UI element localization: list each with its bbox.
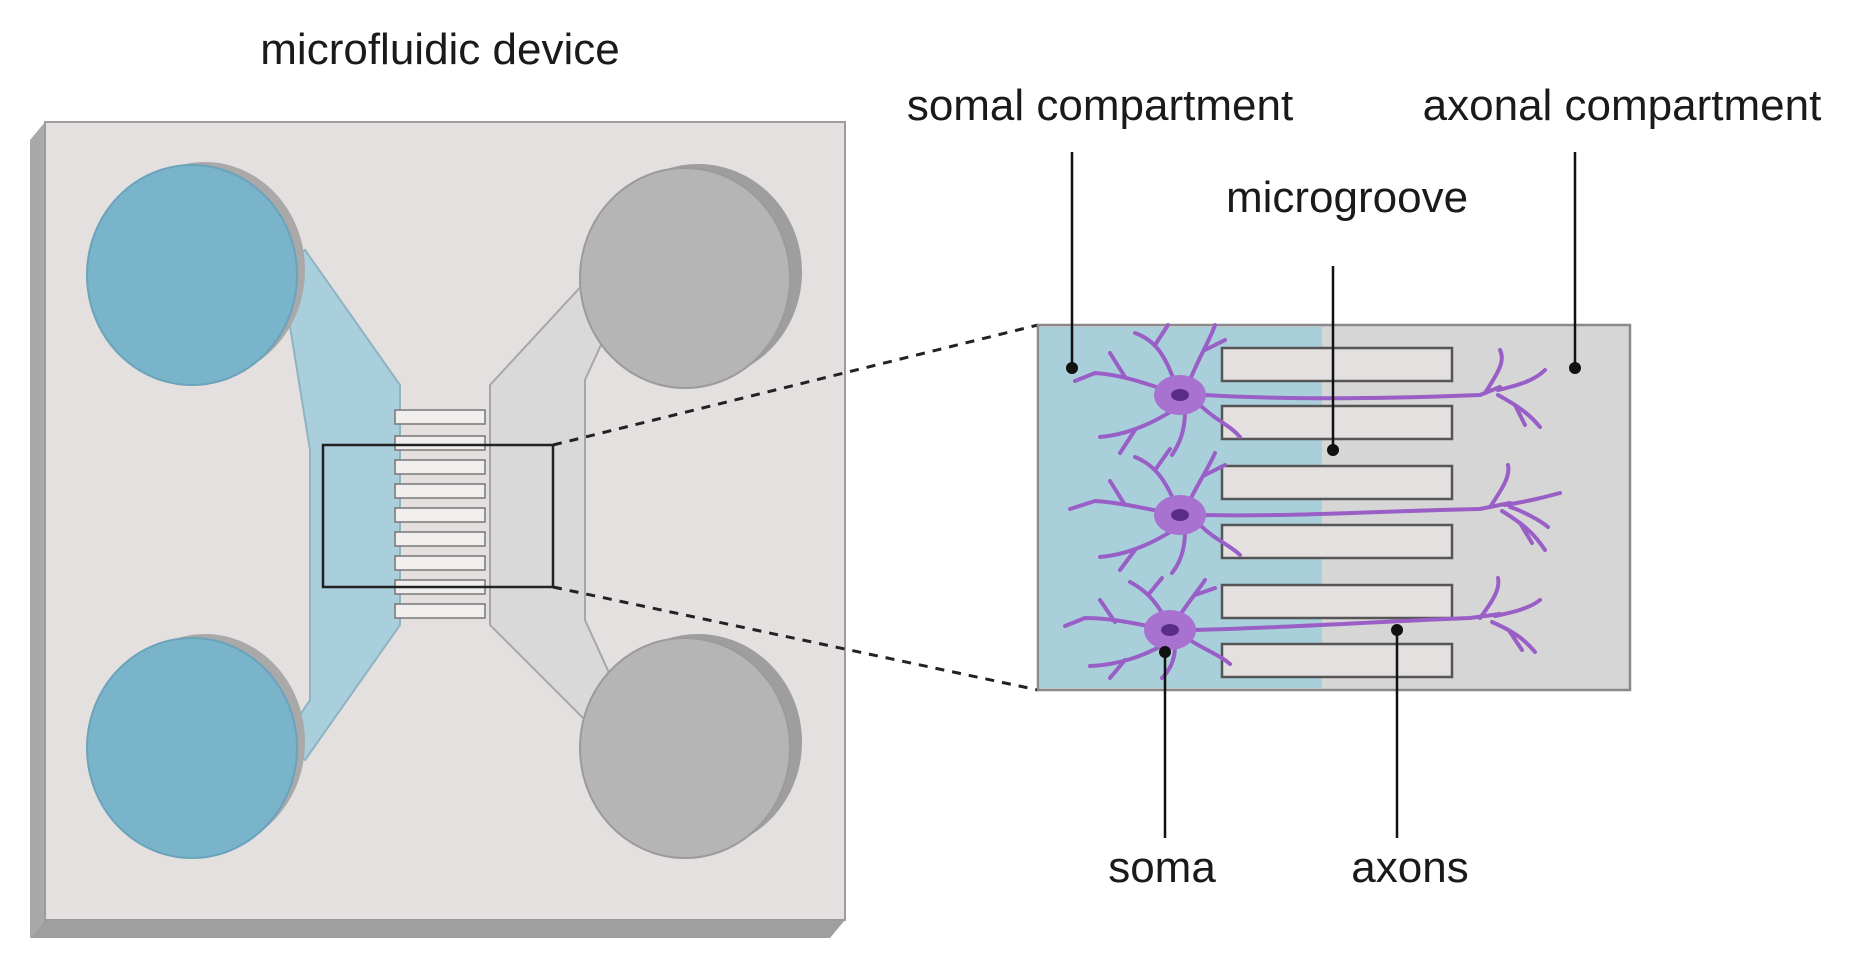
well-bottom-left [86,634,305,859]
callout-soma: soma [1108,646,1216,892]
label-axonal-compartment: axonal compartment [1423,81,1822,130]
nucleus [1171,389,1189,401]
neuron [1073,323,1547,457]
well-top-right [579,164,802,389]
panel-groove [1220,523,1454,560]
somal-channel [278,248,401,762]
label-microgroove: microgroove [1226,173,1468,222]
panel-groove [1220,642,1454,679]
device-bottom-edge [30,920,845,938]
device-groove [394,483,486,499]
zoom-panel [1036,323,1632,692]
neuron [1063,576,1542,680]
well-fill [579,167,791,389]
callout-somal: somal compartment [907,81,1293,374]
device-groove [394,555,486,571]
well-bottom-right [579,634,802,859]
device-groove [394,531,486,547]
well-fill [86,164,298,386]
zoom-line-top [552,323,1039,447]
callout-microgroove: microgroove [1226,173,1468,456]
panel-groove [1220,346,1454,383]
well-fill [86,637,298,859]
callout-axonal: axonal compartment [1423,81,1822,374]
nucleus [1171,509,1189,521]
device-groove [394,409,486,425]
device-groove [394,603,486,619]
nucleus [1161,624,1179,636]
panel-microgrooves [1220,346,1454,679]
label-axons: axons [1351,843,1468,892]
panel-groove [1220,464,1454,501]
label-somal-compartment: somal compartment [907,81,1293,130]
neuron [1068,447,1562,575]
well-fill [579,637,791,859]
device-groove [394,507,486,523]
device-left-edge [30,122,45,938]
well-top-left [86,162,305,386]
panel-groove [1220,583,1454,620]
microfluidic-device [30,121,846,938]
device-title: microfluidic device [260,25,619,74]
panel-groove [1220,404,1454,441]
device-groove [394,459,486,475]
label-soma: soma [1108,843,1216,892]
zoom-region-box [321,443,555,589]
callout-axons: axons [1351,624,1469,892]
device-groove [394,435,486,451]
zoom-line-bottom [552,585,1039,692]
